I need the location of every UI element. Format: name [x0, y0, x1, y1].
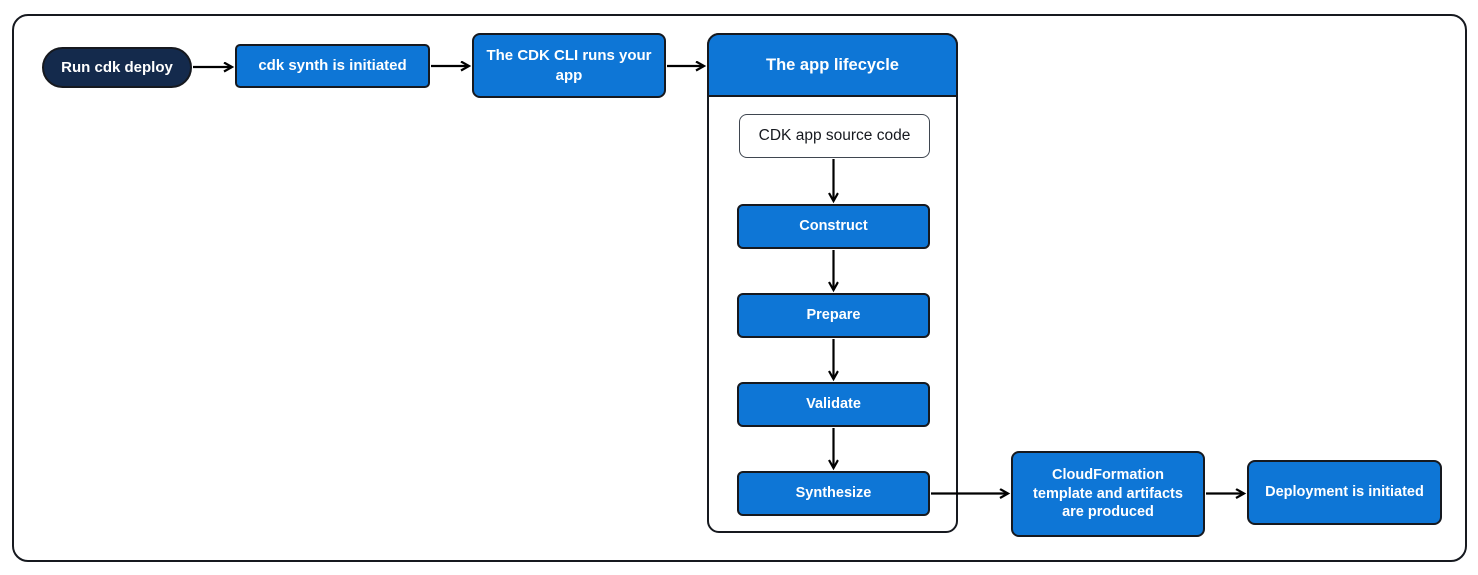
node-validate-label: Validate: [806, 396, 861, 413]
node-construct-label: Construct: [799, 218, 868, 235]
app-lifecycle-title: The app lifecycle: [766, 55, 899, 74]
node-cdk-synth-initiated-label: cdk synth is initiated: [258, 57, 407, 75]
node-deployment-initiated: Deployment is initiated: [1247, 460, 1442, 525]
app-lifecycle-container: The app lifecycle: [707, 33, 958, 533]
node-synthesize-label: Synthesize: [795, 485, 872, 502]
node-cdk-cli-runs-app-label: The CDK CLI runs your app: [486, 47, 652, 84]
node-prepare: Prepare: [737, 293, 930, 338]
app-lifecycle-header: The app lifecycle: [707, 33, 958, 97]
node-cdk-synth-initiated: cdk synth is initiated: [235, 44, 430, 88]
node-deployment-initiated-label: Deployment is initiated: [1265, 484, 1424, 501]
node-run-cdk-deploy-label: Run cdk deploy: [61, 58, 173, 76]
node-construct: Construct: [737, 204, 930, 249]
node-synthesize: Synthesize: [737, 471, 930, 516]
node-validate: Validate: [737, 382, 930, 427]
node-cloudformation-produced-label: CloudFormation template and artifacts ar…: [1033, 467, 1183, 521]
node-prepare-label: Prepare: [806, 307, 861, 324]
node-cdk-app-source-code-label: CDK app source code: [758, 127, 911, 145]
node-cdk-cli-runs-app: The CDK CLI runs your app: [472, 33, 666, 98]
node-cloudformation-produced: CloudFormation template and artifacts ar…: [1011, 451, 1205, 537]
node-cdk-app-source-code: CDK app source code: [739, 114, 930, 158]
node-run-cdk-deploy: Run cdk deploy: [42, 47, 192, 88]
